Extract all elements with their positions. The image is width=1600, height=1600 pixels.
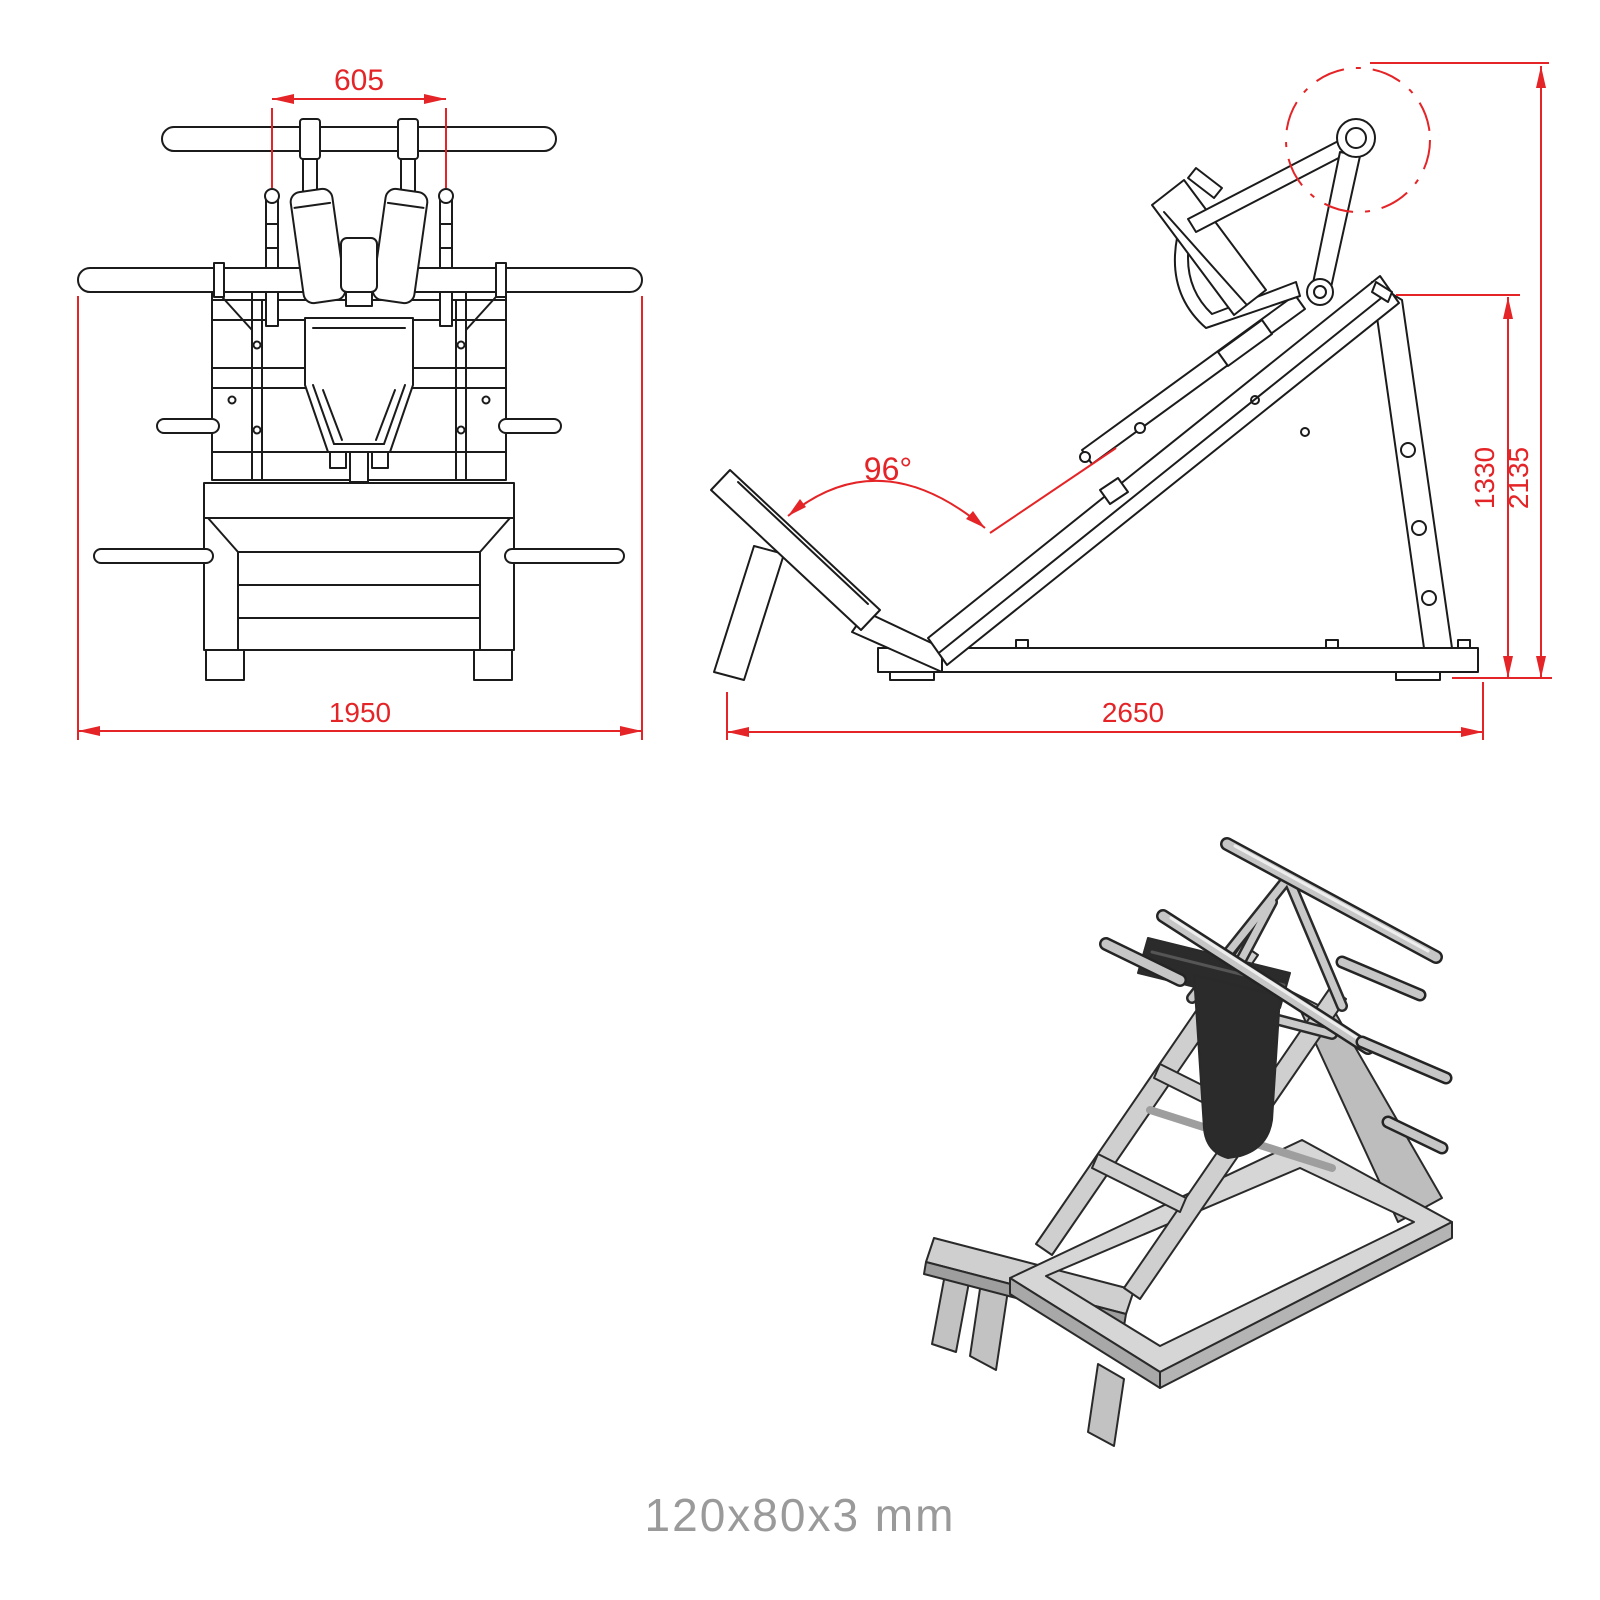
- side-view: [710, 118, 1479, 681]
- side-rear-leg: [1371, 281, 1453, 649]
- side-carriage-rail: [1079, 294, 1306, 465]
- dimension-2650: 2650: [726, 682, 1484, 740]
- dimension-2135: 2135: [1370, 62, 1552, 679]
- front-view: [77, 118, 643, 681]
- isometric-view: [923, 837, 1453, 1447]
- dimension-605: 605: [271, 64, 447, 188]
- side-base: [877, 639, 1479, 681]
- tube-size-caption: 120x80x3 mm: [644, 1489, 956, 1541]
- shoulder-pad-right: [371, 187, 429, 305]
- front-headrest: [340, 237, 378, 307]
- dimension-96deg: 96°: [787, 447, 1117, 534]
- dim-2650-label: 2650: [1102, 697, 1164, 728]
- front-back-pad: [304, 317, 414, 483]
- dim-1330-label: 1330: [1469, 447, 1500, 509]
- front-platform: [203, 482, 515, 681]
- front-view-dimensions: 605 1950: [77, 64, 643, 740]
- iso-pads: [1137, 937, 1291, 1159]
- side-view-dimensions: 96° 1330 2135 2650: [726, 62, 1552, 740]
- dim-96-label: 96°: [864, 451, 912, 487]
- side-back-pad: [1151, 167, 1301, 329]
- dimension-pivot-circle: [1285, 67, 1431, 213]
- front-handlebar: [161, 118, 557, 197]
- dimension-1950: 1950: [77, 296, 643, 740]
- front-weight-pegs: [93, 418, 625, 564]
- dim-605-label: 605: [334, 64, 384, 97]
- shoulder-pad-left: [289, 187, 347, 305]
- side-pivot-arm: [1187, 118, 1393, 306]
- iso-handlebars: [1099, 837, 1443, 1055]
- front-guide-rods: [264, 188, 454, 327]
- front-shoulder-pads: [289, 187, 429, 305]
- iso-weight-pegs: [1335, 955, 1453, 1155]
- iso-back-pad: [1193, 974, 1281, 1159]
- side-main-rail: [927, 275, 1400, 666]
- dimension-1330: 1330: [1396, 294, 1520, 678]
- side-foot-plate: [710, 469, 943, 681]
- dim-1950-label: 1950: [329, 697, 391, 728]
- dim-2135-label: 2135: [1503, 447, 1534, 509]
